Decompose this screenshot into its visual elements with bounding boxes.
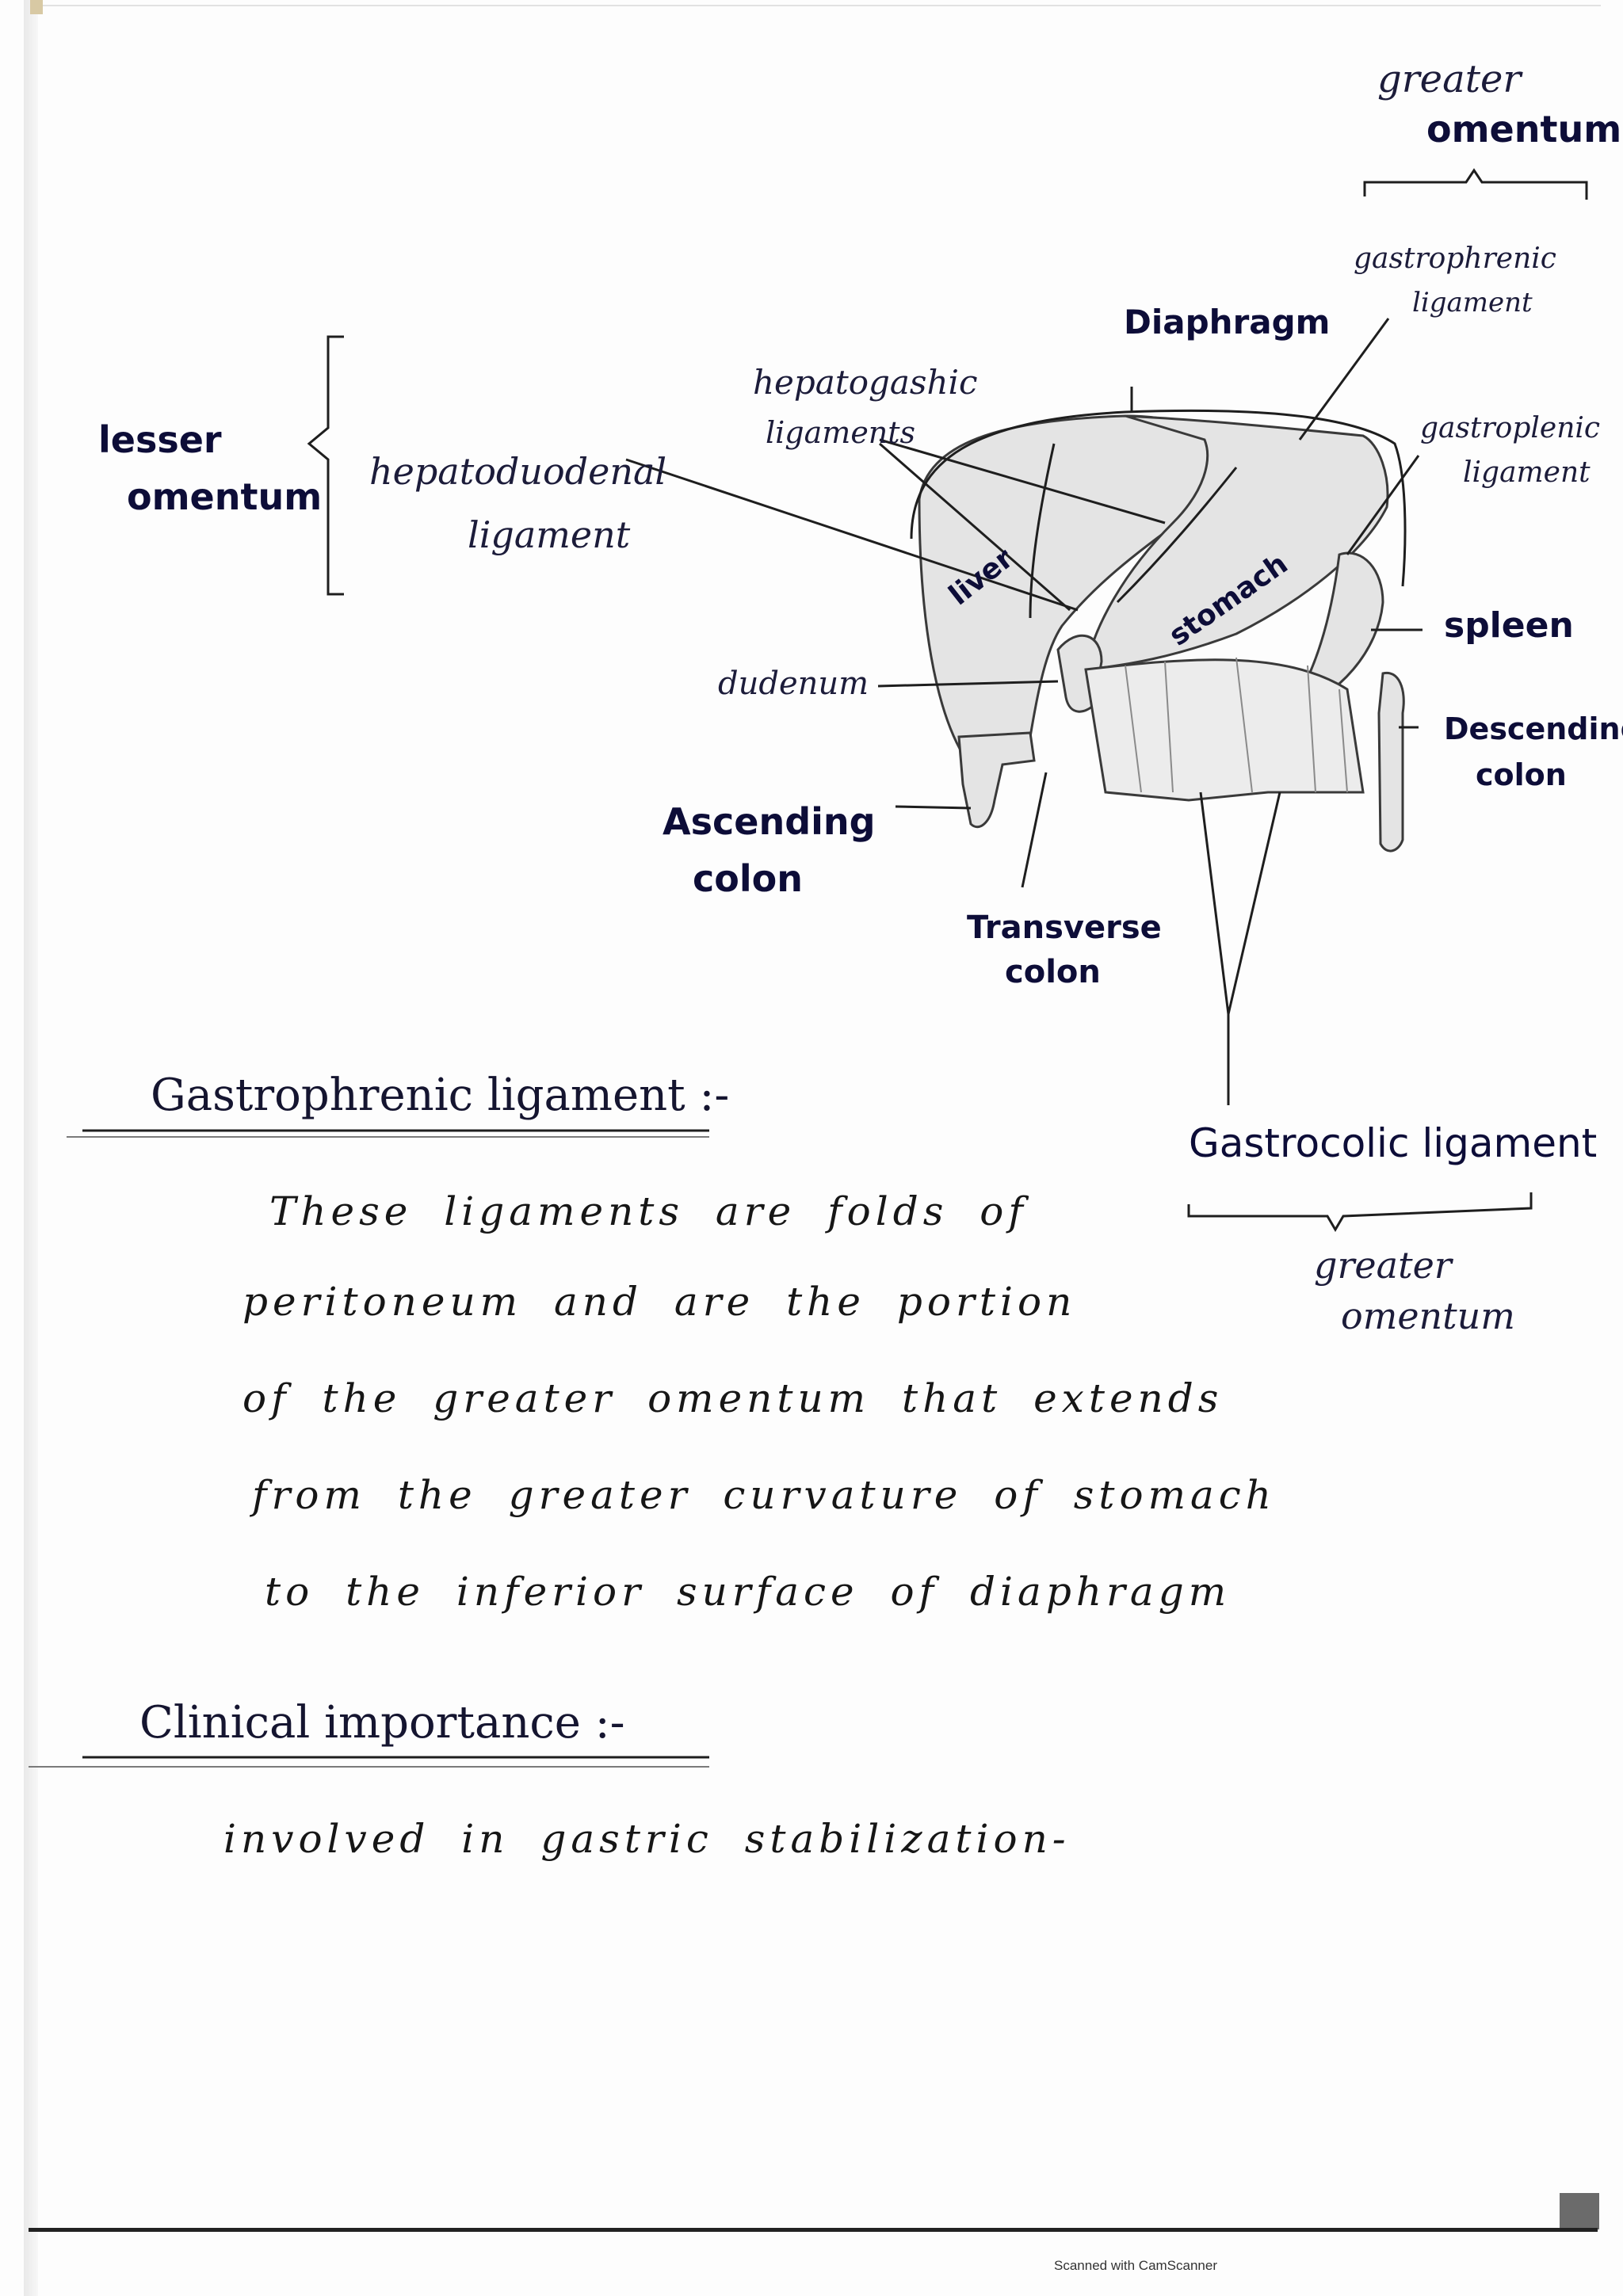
page-bottom-edge xyxy=(29,2228,1598,2232)
ascending-colon-label-1: Ascending xyxy=(663,800,876,843)
paragraph-line-1: These ligaments are folds of xyxy=(269,1188,1028,1234)
gastrocolic-label: Gastrocolic ligament xyxy=(1189,1120,1598,1166)
duodenum-label: dudenum xyxy=(718,666,869,702)
hepatogastric-label-2: ligaments xyxy=(766,415,916,450)
gastrosplenic-label-2: ligament xyxy=(1463,456,1591,489)
liver-fissure xyxy=(1029,443,1056,619)
scan-corner-square xyxy=(1560,2193,1599,2229)
page-margin xyxy=(24,0,38,2296)
section-heading-gastrophrenic: Gastrophrenic ligament :- xyxy=(151,1070,730,1121)
ascending-colon-label-2: colon xyxy=(693,857,803,900)
greater-omentum-top-brace xyxy=(1363,168,1588,200)
greater-omentum-top-label-1: greater xyxy=(1377,57,1522,101)
corner-mark xyxy=(30,0,43,14)
hepatoduodenal-leader xyxy=(625,458,1079,612)
transverse-colon-label-1: Transverse xyxy=(967,910,1162,946)
hepatogastric-leader-2 xyxy=(879,442,1071,612)
stomach-shape xyxy=(1084,414,1389,671)
page-top-edge xyxy=(32,5,1601,6)
lesser-omentum-label-1: lesser xyxy=(98,418,222,461)
diaphragm-label: Diaphragm xyxy=(1124,303,1331,341)
ascending-colon-shape xyxy=(957,731,1036,829)
gastrosplenic-leader xyxy=(1346,455,1420,555)
greater-omentum-bottom-brace xyxy=(1187,1192,1533,1232)
gastrophrenic-leader xyxy=(1298,318,1390,441)
ascending-colon-leader xyxy=(895,805,972,810)
hepatoduodenal-label-1: hepatoduodenal xyxy=(369,450,667,493)
descending-colon-label-2: colon xyxy=(1476,757,1567,792)
section-heading-clinical: Clinical importance :- xyxy=(139,1697,625,1749)
scanner-watermark: Scanned with CamScanner xyxy=(1054,2258,1218,2273)
lesser-omentum-label-2: omentum xyxy=(127,475,323,518)
inner-curve xyxy=(1116,467,1238,604)
lesser-omentum-brace xyxy=(307,335,344,596)
diagram-strokes xyxy=(29,168,1588,1768)
transverse-colon-label-2: colon xyxy=(1005,954,1101,990)
organ-shapes xyxy=(918,414,1405,852)
paragraph-line-5: to the inferior surface of diaphragm xyxy=(265,1569,1232,1615)
clinical-line: involved in gastric stabilization- xyxy=(223,1816,1071,1862)
omentum-shape xyxy=(1084,658,1365,802)
gastrophrenic-label-1: gastrophrenic xyxy=(1354,242,1556,275)
diaphragm-dome xyxy=(910,409,1407,587)
hepatoduodenal-label-2: ligament xyxy=(468,513,631,556)
paragraph-line-4: from the greater curvature of stomach xyxy=(252,1472,1277,1518)
transverse-colon-leader xyxy=(1021,772,1048,888)
gastrophrenic-label-2: ligament xyxy=(1412,287,1533,318)
greater-omentum-bottom-label-1: greater xyxy=(1314,1244,1452,1287)
descending-colon-shape xyxy=(1377,671,1405,852)
gastrocolic-leader xyxy=(1199,791,1281,1105)
hepatogastric-label-1: hepatogashic xyxy=(753,363,978,402)
paragraph-line-2: peritoneum and are the portion xyxy=(242,1279,1077,1325)
greater-omentum-bottom-label-2: omentum xyxy=(1341,1295,1515,1337)
diagram-hatching xyxy=(1125,657,1348,793)
gastrosplenic-label-1: gastroplenic xyxy=(1420,412,1601,444)
spleen-label: spleen xyxy=(1444,605,1574,646)
descending-colon-label-1: Descending xyxy=(1444,711,1623,746)
paragraph-line-3: of the greater omentum that extends xyxy=(242,1375,1224,1421)
greater-omentum-top-label-2: omentum xyxy=(1426,108,1622,151)
duodenum-leader xyxy=(877,680,1059,688)
hepatogastric-leader-1 xyxy=(879,438,1166,524)
